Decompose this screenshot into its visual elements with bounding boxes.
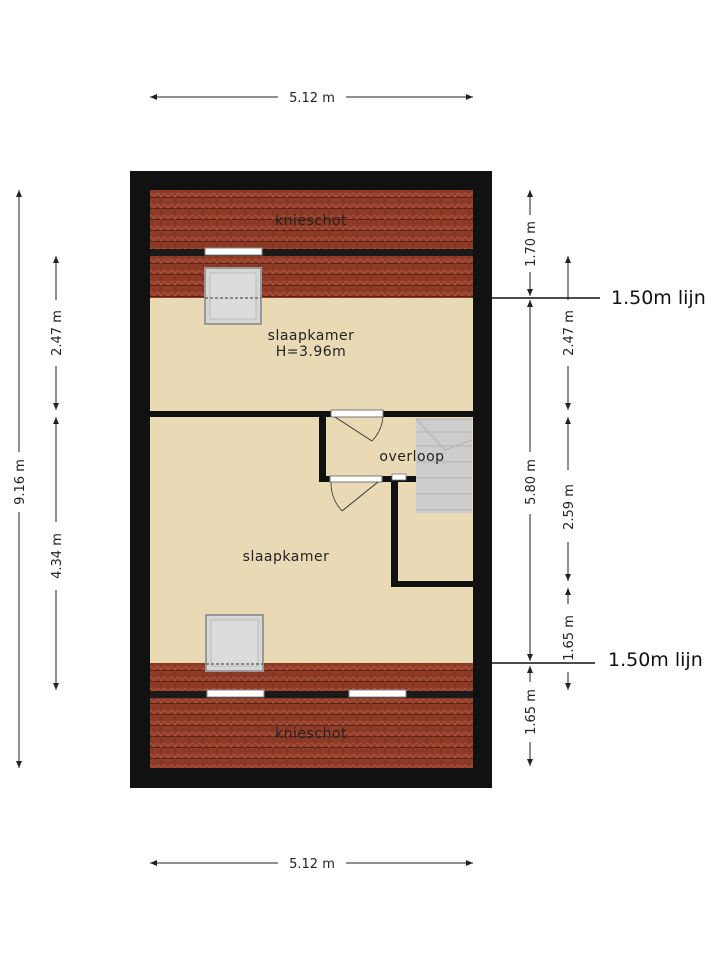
dimension-inner-upper-label: 2.47 m <box>562 310 577 356</box>
dimension-left-upper-label: 2.47 m <box>50 310 65 356</box>
kneewall-hatch-top <box>204 247 263 256</box>
line-150-upper: 1.50m lijn <box>492 287 706 309</box>
landing-wall-bottom-left <box>319 476 331 482</box>
dimension-total-height-label: 9.16 m <box>13 459 28 505</box>
dimension-right-total-label: 5.80 m <box>524 459 539 505</box>
roof-window-upper <box>204 267 262 325</box>
line-150-lower-label: 1.50m lijn <box>608 649 703 671</box>
dimension-inner-middle: 2.59 m <box>562 417 577 581</box>
dimension-total-height: 9.16 m <box>13 190 28 768</box>
door-lower-bedroom <box>329 475 383 512</box>
dimension-top-width-label: 5.12 m <box>289 91 335 106</box>
dimension-left-upper: 2.47 m <box>50 256 65 410</box>
dimension-top-width: 5.12 m <box>150 91 473 106</box>
dimension-right-kneewall-top-label: 1.70 m <box>524 221 539 267</box>
dimension-right-total: 5.80 m <box>524 300 539 661</box>
stairwell-inner <box>398 513 473 581</box>
dimension-right-kneewall-top: 1.70 m <box>524 190 539 296</box>
bedroom-upper-label: slaapkamer <box>268 328 355 344</box>
kneewall-hatch-bottom-right <box>348 689 407 698</box>
kneewall-bottom-divider <box>150 691 473 698</box>
bedroom-upper-height-label: H=3.96m <box>276 344 347 360</box>
stairwell-wall-horizontal <box>391 581 473 587</box>
kneewall-top <box>150 190 473 249</box>
roof-slope-lower <box>150 663 473 691</box>
interior-wall-horizontal <box>150 411 473 417</box>
kneewall-top-label: knieschot <box>275 213 347 229</box>
dimension-left-lower-label: 4.34 m <box>50 533 65 579</box>
door-upper-bedroom <box>330 409 384 442</box>
dimension-bottom-width-label: 5.12 m <box>289 857 335 872</box>
stair <box>415 418 473 513</box>
dimension-left-lower: 4.34 m <box>50 417 65 690</box>
dimension-bottom-width: 5.12 m <box>150 857 473 872</box>
dimension-inner-lower-label: 1.65 m <box>562 615 577 661</box>
dimension-inner-middle-label: 2.59 m <box>562 484 577 530</box>
kneewall-top-divider <box>150 249 473 256</box>
line-150-upper-label: 1.50m lijn <box>611 287 706 309</box>
line-150-lower: 1.50m lijn <box>492 649 703 671</box>
stairwell-wall-vertical <box>391 476 398 587</box>
dimension-inner-lower: 1.65 m <box>562 588 577 690</box>
dimension-right-kneewall-bottom-label: 1.65 m <box>524 689 539 735</box>
roof-slope-upper <box>150 256 473 298</box>
stair-railing <box>391 473 407 481</box>
landing-label: overloop <box>379 449 444 465</box>
roof-window-lower <box>205 614 264 672</box>
dimension-right-kneewall-bottom: 1.65 m <box>524 666 539 766</box>
landing-wall-left <box>319 417 326 482</box>
dimension-inner-upper: 2.47 m <box>562 256 577 410</box>
kneewall-bottom <box>150 698 473 768</box>
kneewall-hatch-bottom-left <box>206 689 265 698</box>
kneewall-bottom-label: knieschot <box>275 726 347 742</box>
bedroom-upper-floor <box>150 298 473 411</box>
bedroom-lower-label: slaapkamer <box>243 549 330 565</box>
